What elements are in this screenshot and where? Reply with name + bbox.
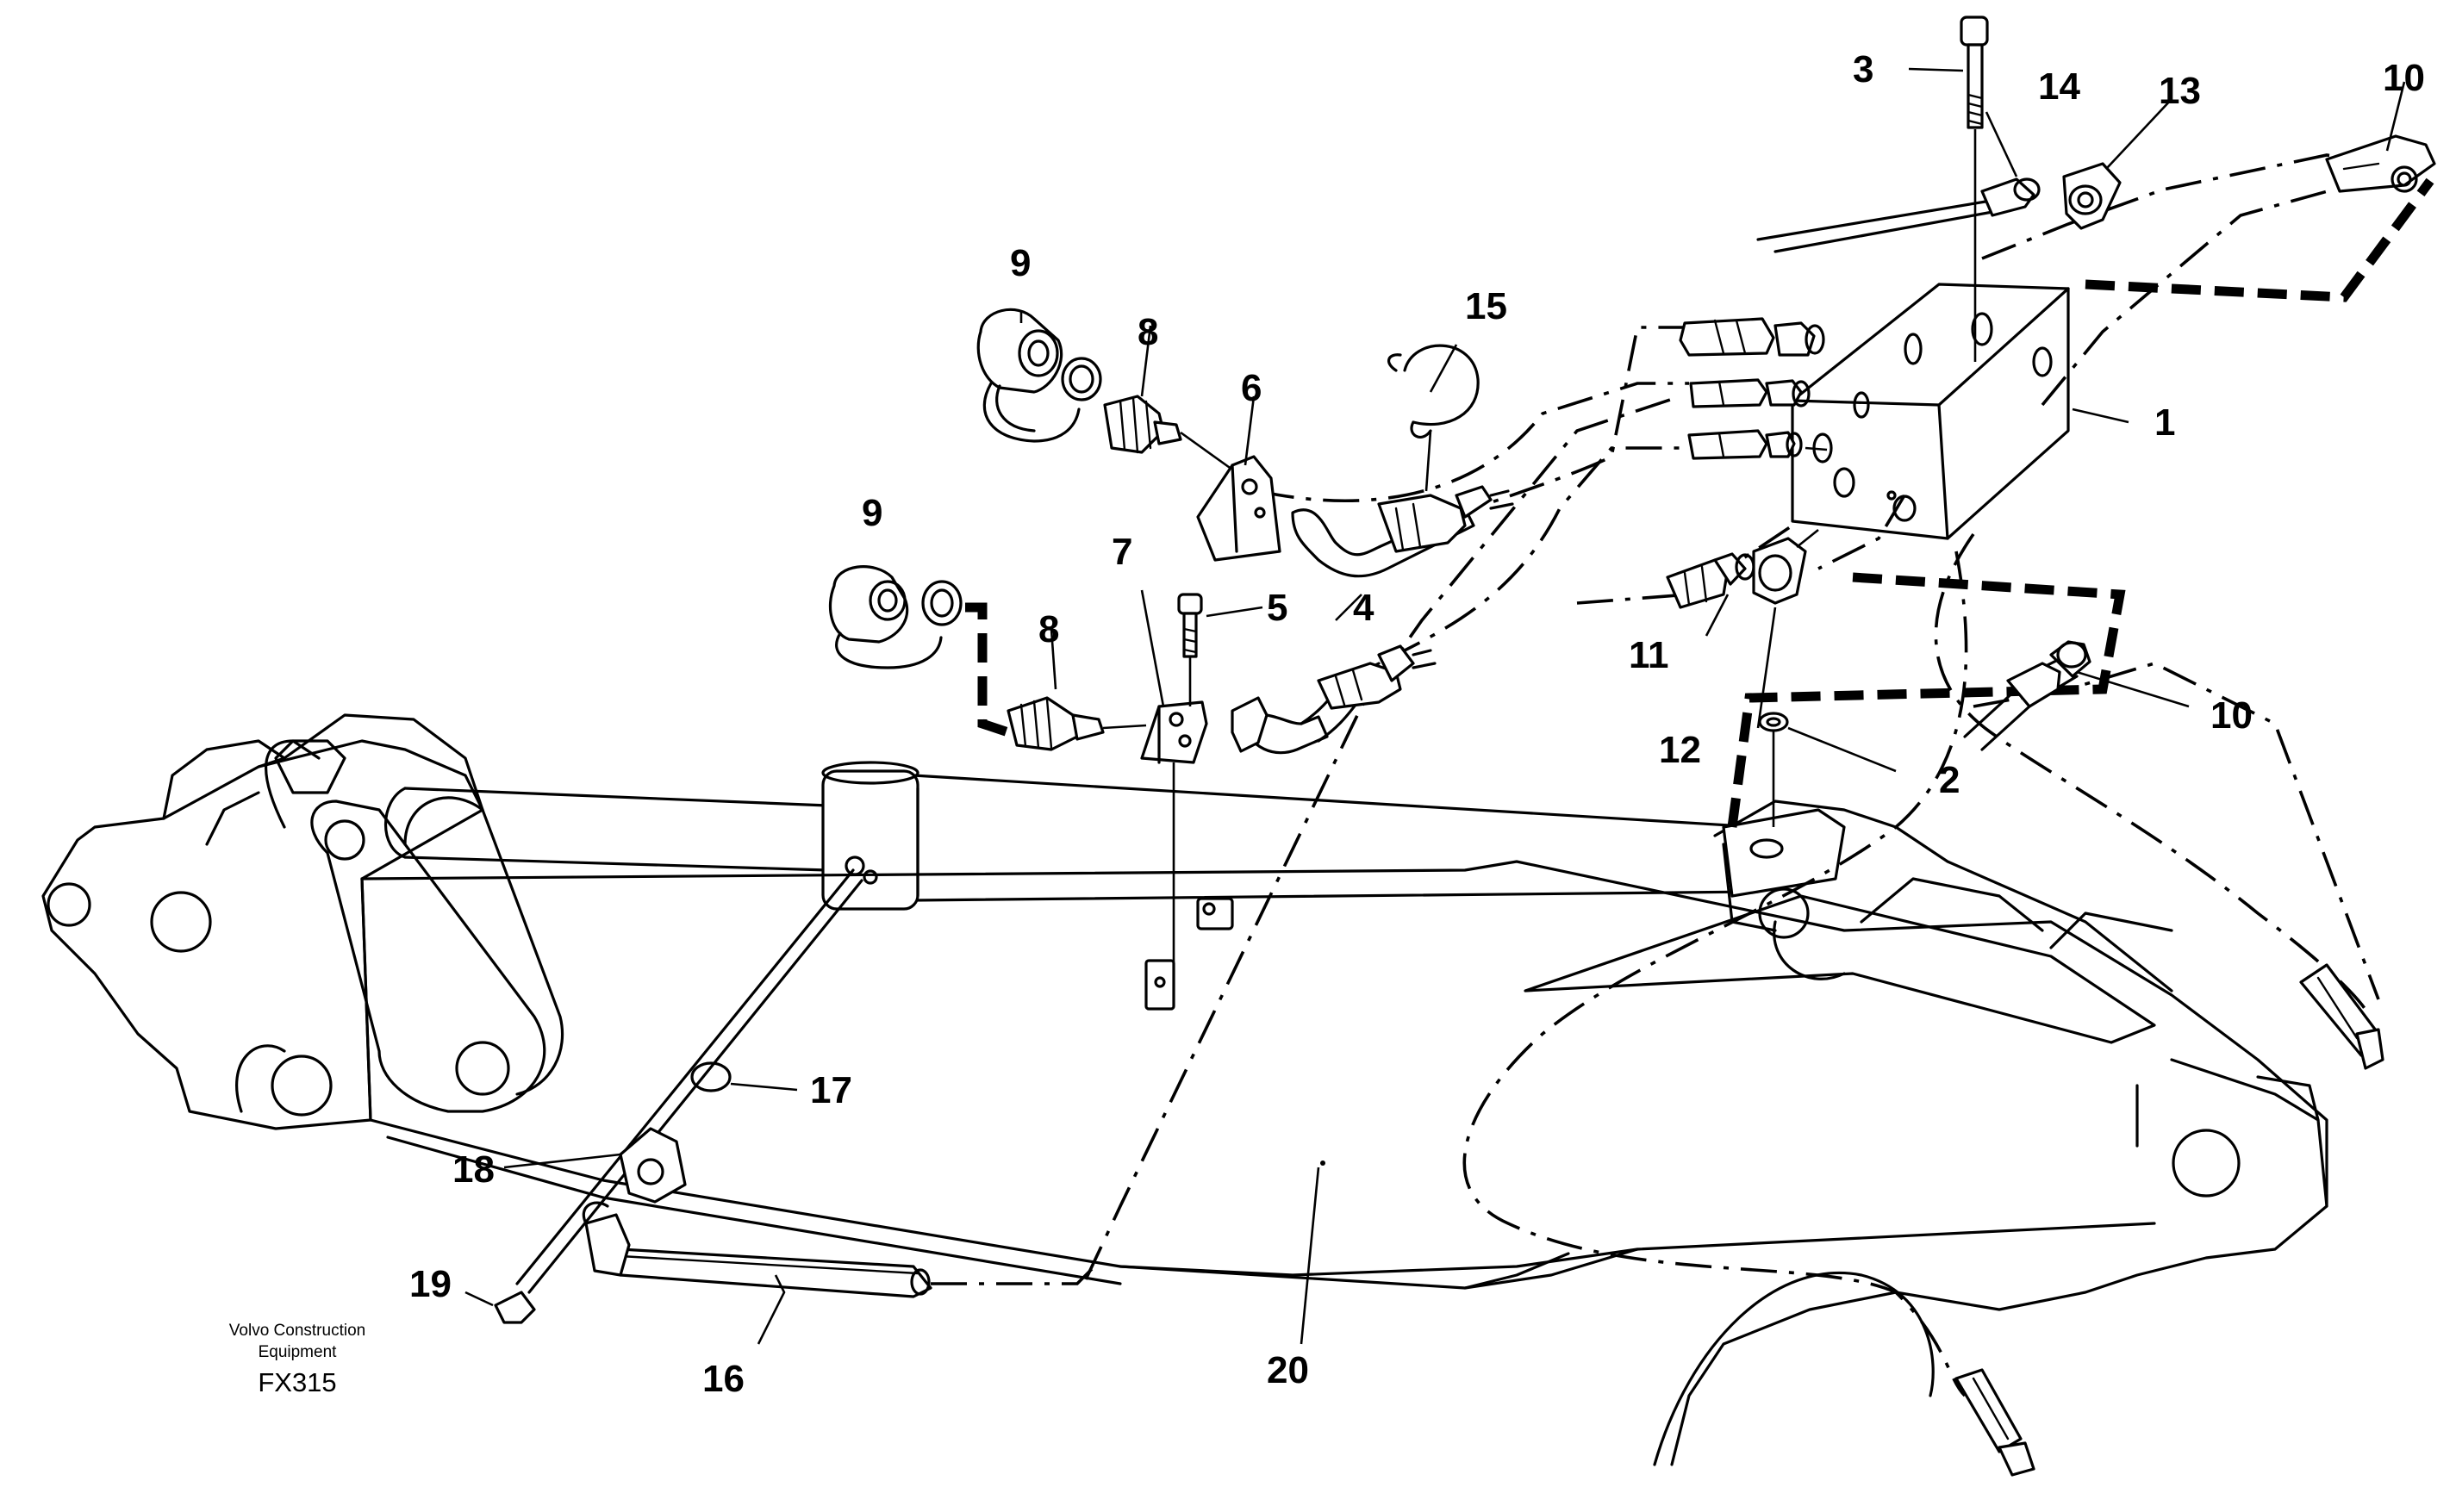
washer-2: [1758, 712, 1789, 827]
callout-16: 16: [702, 1358, 745, 1400]
callout-12: 12: [1659, 729, 1701, 771]
callout-labels: 1 2 3 4 5 6 7 8 8 9 9 10 10 11 12 13 14 …: [409, 48, 2425, 1400]
callout-20: 20: [1267, 1349, 1309, 1391]
clamp-assembly: [494, 868, 863, 1324]
bolt-3: [1960, 16, 1989, 362]
callout-11: 11: [1629, 634, 1669, 676]
valve-block: [1791, 283, 2070, 540]
hose-top: [1291, 485, 1514, 578]
callout-8a: 8: [1138, 311, 1158, 353]
leader-lines: [464, 67, 2406, 1345]
callout-13: 13: [2159, 70, 2201, 112]
hose-16: [582, 1201, 932, 1298]
callout-15: 15: [1465, 285, 1507, 327]
bracket-7: [1140, 700, 1208, 965]
callout-5: 5: [1267, 587, 1287, 629]
callout-2: 2: [1939, 759, 1960, 801]
hose-4: [1231, 644, 1437, 755]
fitting-10-top: [2325, 134, 2436, 193]
dust-cap-9-top: [976, 308, 1102, 443]
dust-cap-9-lower: [828, 565, 963, 669]
elbow-13: [2062, 162, 2122, 230]
couplings-valve: [1666, 317, 1828, 609]
callout-19: 19: [409, 1263, 452, 1305]
callout-17: 17: [810, 1069, 852, 1111]
callout-4: 4: [1353, 587, 1374, 629]
callout-9b: 9: [862, 492, 882, 534]
drawing-code: FX315: [258, 1367, 336, 1397]
hose-end-bottom: [1954, 1368, 2035, 1477]
routing-lines: [931, 153, 2434, 1397]
pipe-14: [1756, 177, 2041, 253]
boom-assembly: [41, 713, 2328, 1466]
callout-9a: 9: [1010, 242, 1031, 284]
callout-7: 7: [1112, 531, 1132, 573]
callout-10a: 10: [2383, 57, 2425, 99]
hose-10-lower: [1963, 640, 2091, 751]
nipple-8-lower: [1007, 696, 1147, 751]
callout-14: 14: [2038, 65, 2080, 108]
callout-1: 1: [2154, 401, 2175, 444]
nipple-8-top: [1103, 395, 1233, 471]
footer: Volvo Construction Equipment FX315: [229, 1322, 365, 1397]
screw-5: [1177, 593, 1203, 706]
hose-end-right: [2299, 963, 2384, 1070]
callout-18: 18: [452, 1148, 495, 1191]
callout-3: 3: [1853, 48, 1873, 90]
bracket-6: [1196, 455, 1281, 562]
circlip-15: [1387, 344, 1480, 492]
callout-6: 6: [1241, 367, 1262, 409]
credit-line-1: Volvo Construction: [229, 1322, 365, 1340]
credit-line-2: Equipment: [259, 1343, 338, 1361]
callout-8b: 8: [1038, 608, 1059, 650]
callout-10b: 10: [2210, 694, 2253, 737]
